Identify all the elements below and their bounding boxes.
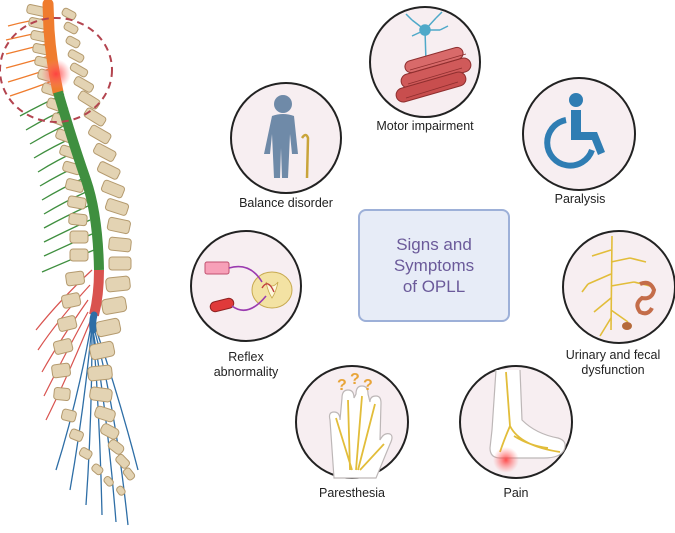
foot-icon xyxy=(489,369,566,459)
neuron-icon xyxy=(405,11,449,63)
wheelchair-icon xyxy=(544,93,605,169)
compression-region-outline xyxy=(0,17,113,123)
svg-text:?: ? xyxy=(350,371,360,388)
pain-glow xyxy=(493,447,519,473)
motor-impairment-label: Motor impairment xyxy=(376,119,474,133)
paralysis-label: Paralysis xyxy=(554,192,606,206)
reflex-label-line-2: abnormality xyxy=(213,365,279,379)
intestine-icon xyxy=(622,280,657,330)
balance-disorder-label: Balance disorder xyxy=(239,196,333,210)
urinary-fecal-circle xyxy=(562,230,675,344)
motor-impairment-node xyxy=(369,6,481,118)
reflex-abnormality-circle xyxy=(190,230,302,342)
muscle-fiber-icon xyxy=(395,46,472,103)
paresthesia-node: ? ? ? xyxy=(295,365,409,479)
conus-medullaris xyxy=(89,311,98,334)
paralysis-node xyxy=(522,77,636,191)
balance-disorder-node xyxy=(230,82,342,194)
question-marks: ? ? ? xyxy=(337,371,373,394)
lumbar-spinal-cord xyxy=(89,269,104,317)
svg-text:?: ? xyxy=(363,377,373,394)
reflex-abnormality-node xyxy=(190,230,302,342)
cane-icon xyxy=(300,133,310,179)
pain-node xyxy=(459,365,573,479)
urinary-label-line-2: dysfunction xyxy=(581,363,645,377)
reflex-arc-icon xyxy=(204,261,293,313)
urinary-label-line-1: Urinary and fecal xyxy=(565,348,661,362)
pain-label: Pain xyxy=(503,486,529,500)
elderly-person-icon xyxy=(264,95,298,178)
compression-glow xyxy=(41,59,71,89)
urinary-fecal-node xyxy=(562,230,675,344)
bladder-icon xyxy=(622,322,632,330)
center-title-line-2: Symptoms xyxy=(393,256,475,275)
hand-icon xyxy=(328,385,393,479)
center-title-line-3: of OPLL xyxy=(402,277,466,296)
vertebrae xyxy=(26,4,136,496)
svg-text:?: ? xyxy=(337,377,347,394)
nervous-system-icon xyxy=(581,235,651,337)
spine-illustration xyxy=(0,0,139,526)
reflex-label-line-1: Reflex xyxy=(228,350,264,364)
center-title-line-1: Signs and xyxy=(396,235,472,254)
paresthesia-label: Paresthesia xyxy=(318,486,385,500)
center-title-box: Signs and Symptoms of OPLL xyxy=(358,209,510,322)
